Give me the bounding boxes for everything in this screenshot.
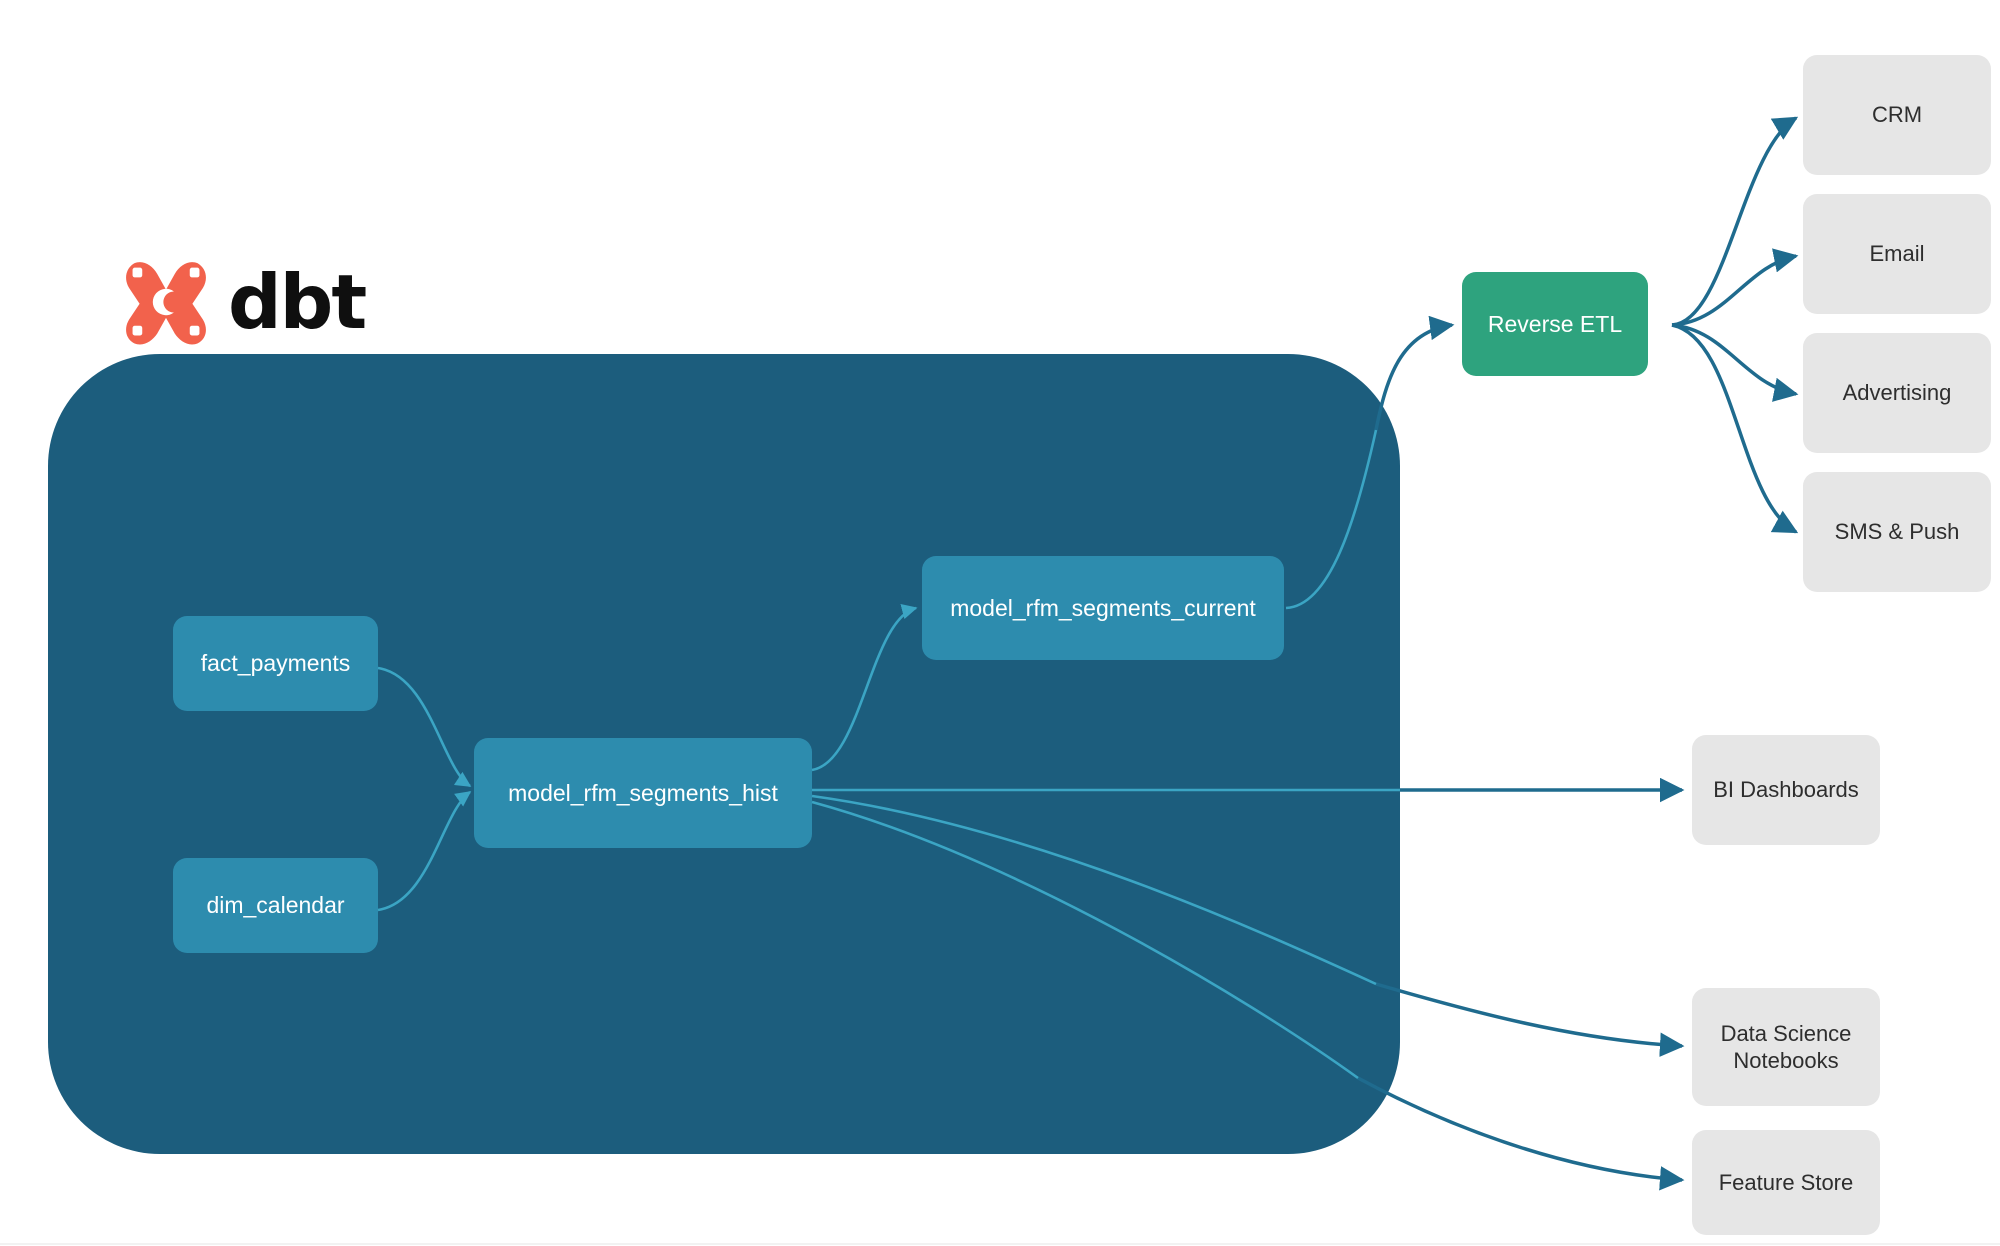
dbt-x-logo-icon bbox=[126, 262, 206, 345]
bottom-hairline bbox=[0, 1243, 2000, 1245]
model-label: model_rfm_segments_hist bbox=[508, 779, 778, 806]
model-node-dim-calendar[interactable]: dim_calendar bbox=[173, 858, 378, 953]
model-node-rfm-segments-hist[interactable]: model_rfm_segments_hist bbox=[474, 738, 812, 848]
dbt-logo: dbt bbox=[122, 257, 367, 346]
model-label: dim_calendar bbox=[206, 892, 345, 918]
destination-label: SMS & Push bbox=[1834, 519, 1960, 545]
edge-hist-to-data-science-notebooks bbox=[1375, 982, 1685, 1057]
destination-node-bi-dashboards[interactable]: BI Dashboards bbox=[1692, 735, 1880, 845]
destination-label: Email bbox=[1869, 241, 1925, 267]
edge-reverse-etl-to-sms-push bbox=[1671, 323, 1799, 534]
destination-node-feature-store[interactable]: Feature Store bbox=[1692, 1130, 1880, 1235]
dbt-wordmark: dbt bbox=[228, 257, 367, 346]
destination-node-email[interactable]: Email bbox=[1803, 194, 1991, 314]
destination-label: Advertising bbox=[1842, 380, 1952, 406]
destination-label: BI Dashboards bbox=[1713, 777, 1859, 803]
destination-label: Feature Store bbox=[1718, 1169, 1854, 1195]
destination-node-data-science-notebooks[interactable]: Data Science Notebooks bbox=[1692, 988, 1880, 1106]
edge-reverse-etl-to-email bbox=[1671, 248, 1799, 327]
model-node-fact-payments[interactable]: fact_payments bbox=[173, 616, 378, 711]
destination-node-crm[interactable]: CRM bbox=[1803, 55, 1991, 175]
destination-node-advertising[interactable]: Advertising bbox=[1803, 333, 1991, 453]
edge-hist-to-feature-store bbox=[1357, 1076, 1685, 1191]
reverse-etl-label: Reverse ETL bbox=[1487, 310, 1623, 337]
destination-node-sms-push[interactable]: SMS & Push bbox=[1803, 472, 1991, 592]
edge-reverse-etl-to-advertising bbox=[1671, 323, 1799, 402]
destination-label: Data Science Notebooks bbox=[1720, 1020, 1852, 1074]
model-label: fact_payments bbox=[200, 650, 351, 676]
model-node-rfm-segments-current[interactable]: model_rfm_segments_current bbox=[922, 556, 1284, 660]
model-label: model_rfm_segments_current bbox=[950, 594, 1256, 621]
destination-label: CRM bbox=[1871, 102, 1923, 128]
edge-reverse-etl-to-crm bbox=[1671, 116, 1799, 327]
reverse-etl-node[interactable]: Reverse ETL bbox=[1462, 272, 1648, 376]
